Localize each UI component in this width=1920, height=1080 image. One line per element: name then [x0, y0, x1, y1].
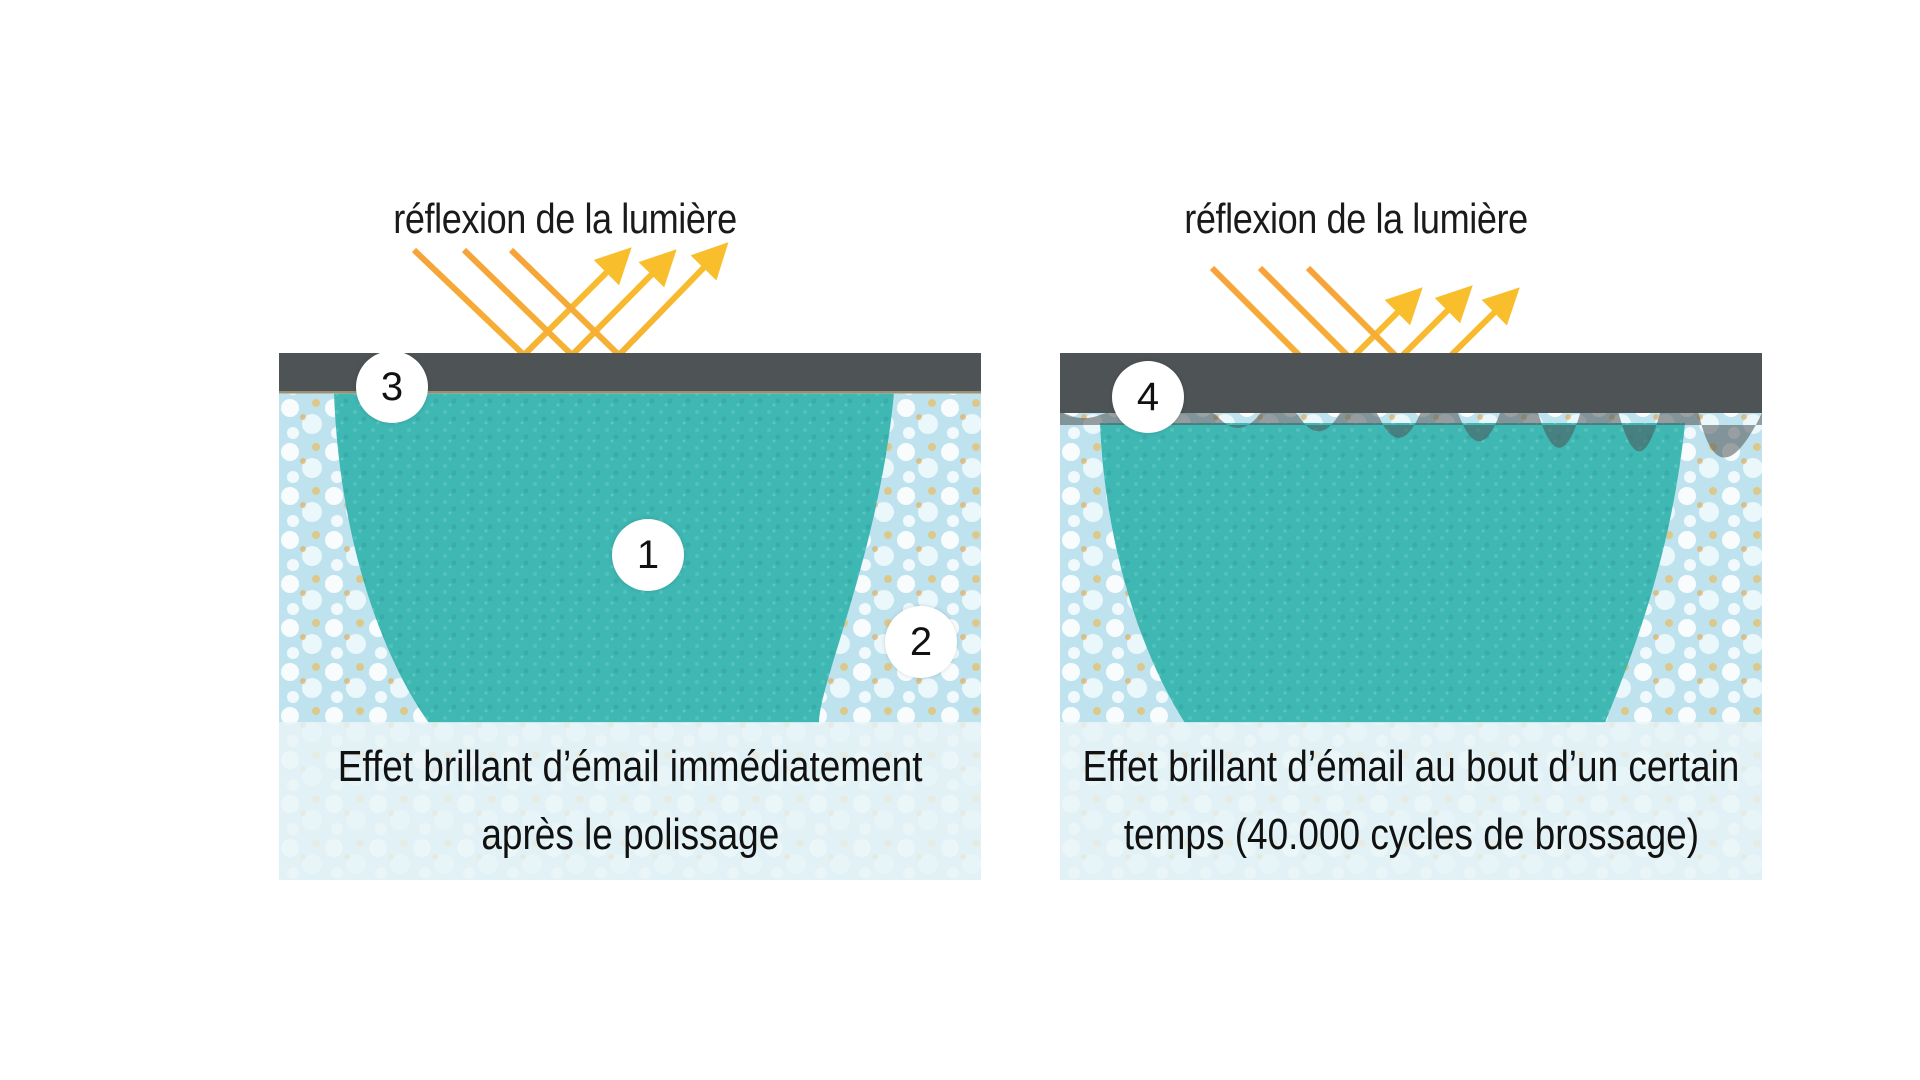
- callout-badge: 3: [356, 353, 428, 423]
- callout-badge: 1: [612, 519, 684, 591]
- callout-badge: 4: [1112, 361, 1184, 433]
- caption-line: après le polissage: [481, 810, 779, 859]
- caption-line: temps (40.000 cycles de brossage): [1123, 810, 1699, 859]
- caption-line: Effet brillant d’émail immédiatement: [337, 742, 923, 791]
- panel-after-polishing: réflexion de la lumière: [279, 195, 981, 880]
- enamel-sample-cross-section: Effet brillant d’émail immédiatement apr…: [279, 353, 981, 880]
- panel-after-brushing: réflexion de la lumière: [1060, 195, 1762, 880]
- callout-badge: 2: [885, 606, 957, 678]
- composite-matrix: [1100, 423, 1685, 723]
- caption: Effet brillant d’émail immédiatement apr…: [279, 722, 981, 880]
- enamel-sample-cross-section: Effet brillant d’émail au bout d’un cert…: [1060, 353, 1762, 880]
- caption-line: Effet brillant d’émail au bout d’un cert…: [1082, 742, 1740, 791]
- light-reflection-label: réflexion de la lumière: [393, 195, 737, 242]
- light-reflection-label: réflexion de la lumière: [1184, 195, 1528, 242]
- caption: Effet brillant d’émail au bout d’un cert…: [1060, 722, 1762, 880]
